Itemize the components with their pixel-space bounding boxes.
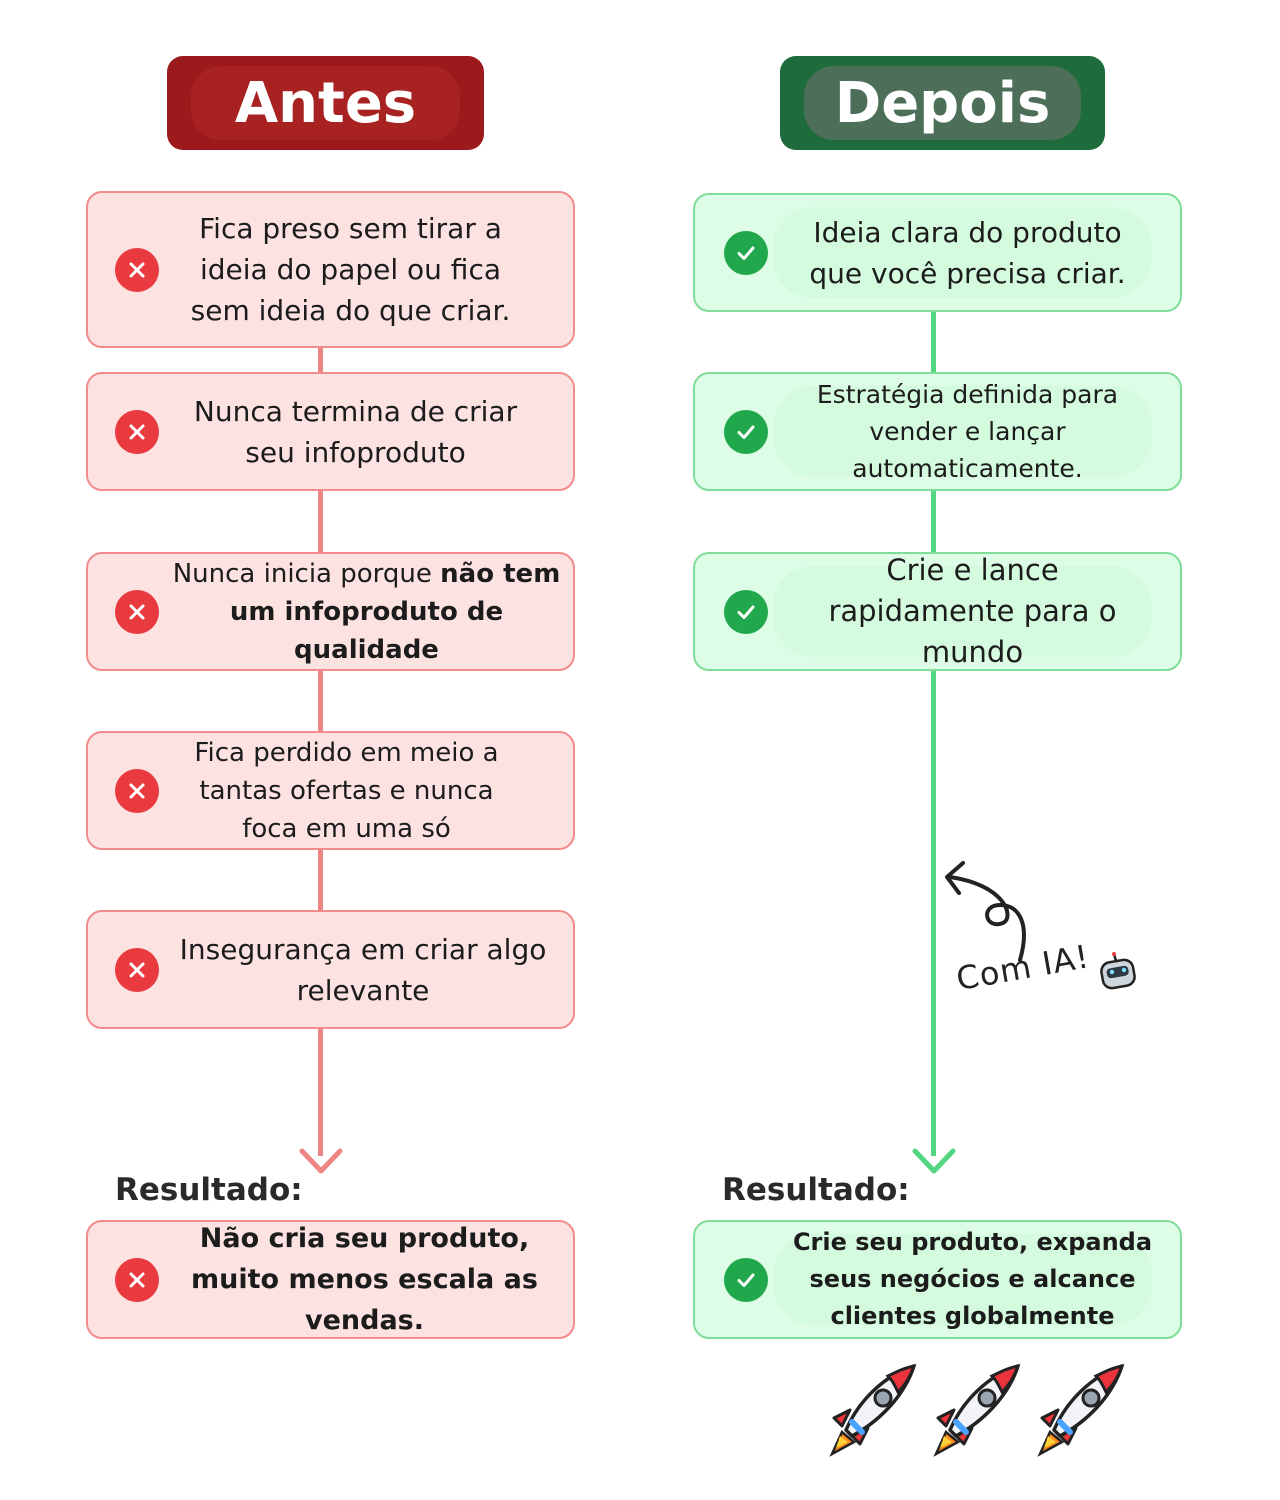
depois-card-1-text: Ideia clara do produto que você precisa … [809,215,1126,290]
x-circle-icon [115,947,159,992]
rocket-icon [1040,1366,1122,1454]
antes-card-1-text: Fica preso sem tirar a ideia do papel ou… [190,212,511,327]
depois-connector-line [931,310,936,1156]
antes-result-label: Resultado: [115,1172,303,1208]
antes-card-5-text: Insegurança em criar algo relevante [179,932,547,1007]
depois-card-2-text: Estratégia definida para vender e lançar… [816,380,1119,483]
check-circle-icon [724,409,768,454]
rocket-row [828,1362,1128,1457]
antes-card-3: Nunca inicia porque não tem um infoprodu… [86,552,575,671]
curly-arrow-icon [945,861,1026,962]
antes-card-5: Insegurança em criar algo relevante [86,910,575,1029]
depois-card-2: Estratégia definida para vender e lançar… [693,372,1182,491]
depois-result-label: Resultado: [722,1172,910,1208]
depois-card-3-text: Crie e lance rapidamente para o mundo [828,553,1117,669]
x-circle-icon [115,1257,159,1302]
rocket-icon [936,1366,1018,1454]
check-circle-icon [724,1257,768,1302]
rocket-icon [832,1366,914,1454]
robot-icon [1100,952,1136,990]
depois-title: Depois [834,70,1051,136]
depois-result-card: Crie seu produto, expanda seus negócios … [693,1220,1182,1339]
antes-card-2: Nunca termina de criar seu infoproduto [86,372,575,491]
check-circle-icon [724,230,768,275]
x-circle-icon [115,768,159,813]
depois-card-1: Ideia clara do produto que você precisa … [693,193,1182,312]
antes-card-1: Fica preso sem tirar a ideia do papel ou… [86,191,575,348]
antes-card-4-text: Fica perdido em meio a tantas ofertas e … [194,737,499,844]
antes-card-3-text: Nunca inicia porque não tem um infoprodu… [172,558,561,665]
x-circle-icon [115,247,159,292]
antes-card-4: Fica perdido em meio a tantas ofertas e … [86,731,575,850]
antes-card-2-text: Nunca termina de criar seu infoproduto [193,394,518,469]
antes-title: Antes [234,70,417,136]
x-circle-icon [115,409,159,454]
depois-card-3: Crie e lance rapidamente para o mundo [693,552,1182,671]
x-circle-icon [115,589,159,634]
antes-result-text: Não cria seu produto, muito menos escala… [191,1223,538,1336]
antes-arrow-head [299,1148,343,1174]
antes-header: Antes [167,56,484,150]
depois-arrow-head [912,1148,956,1174]
antes-result-card: Não cria seu produto, muito menos escala… [86,1220,575,1339]
depois-header: Depois [780,56,1105,150]
check-circle-icon [724,589,768,634]
depois-result-text: Crie seu produto, expanda seus negócios … [792,1228,1153,1330]
